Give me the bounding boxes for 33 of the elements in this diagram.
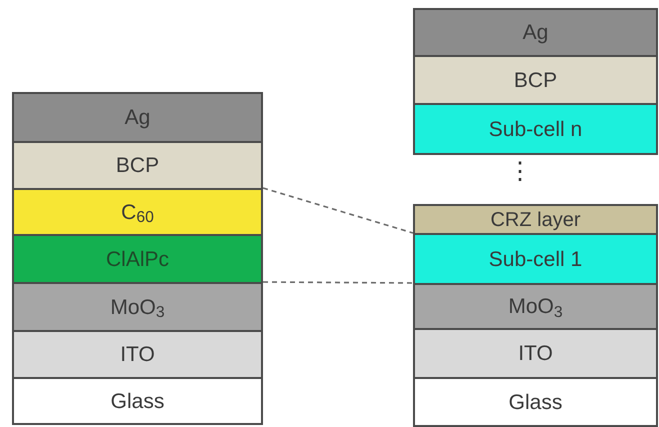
layer-label: ITO [120, 344, 155, 365]
dashed-connector-line [263, 281, 413, 284]
layer-box [413, 103, 658, 155]
layer-label: MoO$_{3}$ [110, 296, 165, 318]
layer-label: BCP [514, 70, 558, 90]
layer-box [413, 204, 658, 235]
layer-label: Glass [508, 392, 562, 412]
layer-label: Sub-cell 1 [488, 248, 582, 270]
layer-box [12, 377, 263, 425]
layer-box [12, 330, 263, 379]
layer-box [12, 282, 263, 332]
layer-box [413, 283, 658, 330]
layer-label: C$_{60}$ [121, 202, 154, 222]
layer-box [413, 55, 658, 105]
layer-box [12, 234, 263, 284]
layer-box [12, 141, 263, 190]
layer-label: ITO [518, 343, 553, 364]
layer-box [12, 188, 263, 236]
layer-label: Ag [124, 107, 150, 128]
layer-label: CRZ layer [490, 210, 580, 230]
layer-label: ClAlPc [106, 248, 169, 270]
layer-label: MoO$_{3}$ [508, 296, 563, 317]
layer-box [413, 233, 658, 285]
layer-box [413, 328, 658, 379]
vertical-ellipsis: ⋮ [508, 160, 532, 184]
layer-box [12, 92, 263, 143]
dashed-connector-line [262, 187, 414, 234]
layer-label: Glass [110, 390, 164, 412]
layer-label: BCP [116, 155, 160, 176]
layer-label: Sub-cell n [488, 118, 582, 140]
layer-box [413, 377, 658, 427]
layer-box [413, 8, 658, 57]
layer-label: Ag [522, 22, 548, 43]
